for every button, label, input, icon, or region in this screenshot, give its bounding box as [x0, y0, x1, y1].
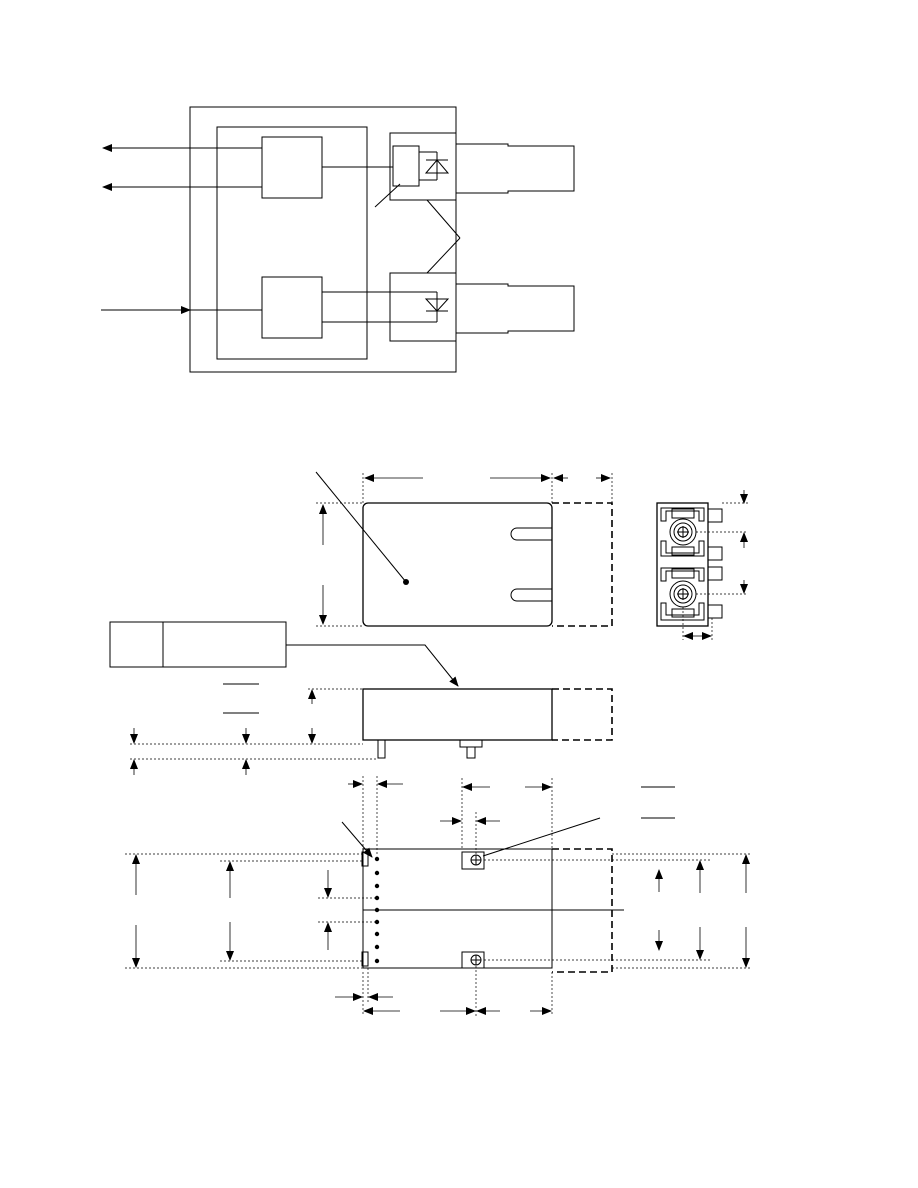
- side-view-body: [362, 688, 553, 741]
- led-icon: [424, 298, 450, 312]
- top-view-callout-leader: [315, 471, 407, 583]
- circuit-board: [216, 126, 368, 360]
- bottom-view-body: [362, 848, 553, 969]
- receiver-optical-subassembly: [389, 132, 457, 201]
- transmitter-circuit-block: [261, 276, 323, 339]
- photodiode-icon: [424, 159, 450, 174]
- transmitter-optical-subassembly: [389, 272, 457, 342]
- side-view: [130, 688, 613, 775]
- label-callout-leader: [286, 644, 459, 687]
- end-view: [656, 490, 748, 640]
- top-view-connector-envelope: [552, 502, 613, 627]
- end-view-tab-4: [707, 604, 723, 619]
- pin-hole: [374, 919, 380, 925]
- callout-leader-osa-bottom: [426, 237, 461, 274]
- bottom-view: [125, 776, 752, 1016]
- label-callout: [109, 621, 459, 714]
- bottom-view-post-pad-1: [461, 851, 485, 870]
- pin-hole: [374, 856, 380, 862]
- end-view-latch-top-1: [660, 507, 705, 522]
- top-view: [315, 471, 613, 627]
- top-view-port-slot-1: [510, 527, 552, 541]
- end-view-latch-bottom-1: [660, 540, 705, 557]
- end-view-tab-2: [707, 546, 723, 561]
- end-view-latch-bottom-2: [660, 602, 705, 621]
- end-view-latch-key-3: [671, 568, 695, 579]
- end-view-latch-key-2: [671, 546, 695, 556]
- top-view-port-slot-2: [510, 588, 552, 602]
- pin-hole: [374, 931, 380, 937]
- end-view-latch-key-1: [671, 508, 695, 519]
- end-view-port-inner-2: [673, 584, 693, 604]
- end-view-tab-3: [707, 566, 723, 581]
- receiver-amplifier-block: [392, 145, 420, 187]
- pin-hole: [374, 895, 380, 901]
- pin-hole: [374, 883, 380, 889]
- receiver-connector: [456, 143, 575, 194]
- receiver-circuit-block: [261, 136, 323, 199]
- label-box: [109, 621, 287, 668]
- callout-leader-amplifier: [374, 183, 401, 208]
- end-view-port-inner-1: [673, 522, 693, 542]
- side-view-connector-envelope: [552, 688, 613, 741]
- block-diagram: [101, 106, 575, 373]
- post-callout-leader: [482, 817, 601, 857]
- side-view-post-flange: [459, 739, 483, 748]
- pin-hole: [374, 958, 380, 964]
- module-outline: [189, 106, 457, 373]
- callout-leader-osa-top: [426, 199, 461, 239]
- pin1-callout-leader: [341, 821, 373, 858]
- end-view-tab-1: [707, 508, 723, 523]
- top-view-body: [362, 502, 553, 627]
- side-view-pin: [377, 739, 386, 759]
- end-view-latch-top-2: [660, 567, 705, 582]
- pin-hole: [374, 944, 380, 950]
- side-view-post: [466, 746, 476, 759]
- pin-hole: [374, 870, 380, 876]
- transmitter-connector: [456, 283, 575, 334]
- bottom-view-pin-pad-bottom: [361, 951, 369, 967]
- end-view-body: [656, 502, 709, 627]
